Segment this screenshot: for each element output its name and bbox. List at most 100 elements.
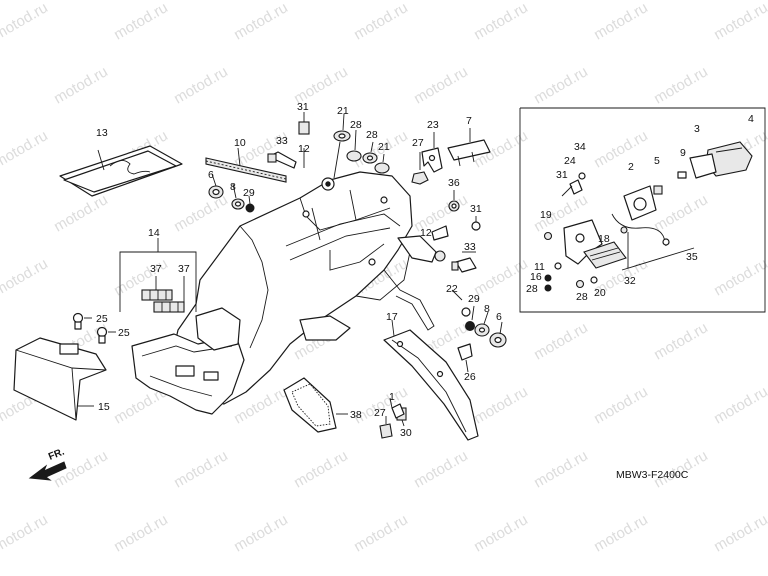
callout-16: 16 bbox=[530, 271, 542, 283]
watermark-text: motod.ru bbox=[591, 0, 651, 43]
callout-24: 24 bbox=[564, 155, 576, 167]
callout-4: 4 bbox=[748, 113, 754, 125]
callout-15: 15 bbox=[98, 401, 110, 413]
watermark-text: motod.ru bbox=[51, 191, 111, 235]
watermark-text: motod.ru bbox=[291, 447, 351, 491]
callout-34: 34 bbox=[574, 141, 586, 153]
watermark-text: motod.ru bbox=[171, 63, 231, 107]
part-13-bag bbox=[59, 145, 183, 197]
watermark-text: motod.ru bbox=[531, 319, 591, 363]
watermark-text: motod.ru bbox=[0, 511, 51, 555]
callout-14: 14 bbox=[148, 227, 160, 239]
callout-11: 11 bbox=[534, 261, 545, 273]
part-15-bracket bbox=[13, 337, 107, 421]
callout-6: 6 bbox=[208, 169, 214, 181]
callout-12: 12 bbox=[298, 143, 310, 155]
part-10-strap bbox=[205, 147, 287, 183]
callout-8: 8 bbox=[230, 181, 236, 193]
callout-18: 18 bbox=[598, 233, 610, 245]
part-25-fasteners bbox=[72, 312, 116, 344]
watermark-text: motod.ru bbox=[471, 255, 531, 299]
watermark-text: motod.ru bbox=[0, 127, 51, 171]
callout-17: 17 bbox=[386, 311, 398, 323]
part-17-splash-guard bbox=[383, 319, 479, 441]
watermark-text: motod.ru bbox=[51, 63, 111, 107]
front-direction-arrow bbox=[28, 461, 67, 481]
watermark-text: motod.ru bbox=[711, 383, 768, 427]
watermark-text: motod.ru bbox=[231, 0, 291, 43]
watermark-text: motod.ru bbox=[411, 447, 471, 491]
callout-19: 19 bbox=[540, 209, 552, 221]
callout-9: 9 bbox=[680, 147, 686, 159]
callout-23: 23 bbox=[427, 119, 439, 131]
callout-29: 29 bbox=[468, 293, 480, 305]
callout-25: 25 bbox=[118, 327, 130, 339]
watermark-text: motod.ru bbox=[411, 63, 471, 107]
callout-28: 28 bbox=[526, 283, 538, 295]
callout-27: 27 bbox=[374, 407, 386, 419]
callout-31: 31 bbox=[470, 203, 482, 215]
callout-32: 32 bbox=[624, 275, 636, 287]
direction-label: FR. bbox=[47, 446, 66, 462]
watermark-text: motod.ru bbox=[471, 0, 531, 43]
watermark-text: motod.ru bbox=[591, 127, 651, 171]
callout-28: 28 bbox=[576, 291, 588, 303]
diagram-code: MBW3-F2400C bbox=[616, 469, 689, 481]
callout-10: 10 bbox=[234, 137, 246, 149]
callout-37: 37 bbox=[178, 263, 190, 275]
callout-26: 26 bbox=[464, 371, 476, 383]
callout-30: 30 bbox=[400, 427, 412, 439]
watermark-text: motod.ru bbox=[591, 511, 651, 555]
part-right-fasteners bbox=[431, 190, 507, 373]
watermark-text: motod.ru bbox=[711, 255, 768, 299]
callout-2: 2 bbox=[628, 161, 634, 173]
callout-35: 35 bbox=[686, 251, 698, 263]
part-lower-tray bbox=[131, 307, 245, 415]
watermark-text: motod.ru bbox=[171, 191, 231, 235]
callout-29: 29 bbox=[243, 187, 255, 199]
watermark-text: motod.ru bbox=[351, 511, 411, 555]
callout-21: 21 bbox=[378, 141, 390, 153]
part-tail-light-assembly bbox=[543, 141, 753, 292]
callout-31: 31 bbox=[297, 101, 309, 113]
watermark-text: motod.ru bbox=[711, 0, 768, 43]
watermark-text: motod.ru bbox=[111, 0, 171, 43]
callout-25: 25 bbox=[96, 313, 108, 325]
callout-36: 36 bbox=[448, 177, 460, 189]
watermark-text: motod.ru bbox=[651, 63, 711, 107]
callout-12: 12 bbox=[420, 227, 432, 239]
callout-28: 28 bbox=[366, 129, 378, 141]
callout-5: 5 bbox=[654, 155, 660, 167]
part-14-37-blocks bbox=[119, 238, 197, 313]
callout-1: 1 bbox=[389, 391, 395, 403]
watermark-text: motod.ru bbox=[711, 511, 768, 555]
watermark-text: motod.ru bbox=[231, 511, 291, 555]
callout-37: 37 bbox=[150, 263, 162, 275]
callout-33: 33 bbox=[276, 135, 288, 147]
watermark-text: motod.ru bbox=[651, 191, 711, 235]
callout-7: 7 bbox=[466, 115, 472, 127]
watermark-text: motod.ru bbox=[471, 511, 531, 555]
callout-28: 28 bbox=[350, 119, 362, 131]
watermark-text: motod.ru bbox=[0, 0, 51, 43]
part-top-fasteners bbox=[267, 112, 390, 191]
watermark-text: motod.ru bbox=[111, 511, 171, 555]
part-cluster-left bbox=[208, 173, 255, 213]
watermark-text: motod.ru bbox=[0, 255, 51, 299]
callout-31: 31 bbox=[556, 169, 568, 181]
callout-13: 13 bbox=[96, 127, 108, 139]
watermark-text: motod.ru bbox=[171, 447, 231, 491]
watermark-text: motod.ru bbox=[531, 447, 591, 491]
watermark-text: motod.ru bbox=[651, 319, 711, 363]
watermark-text: motod.ru bbox=[531, 63, 591, 107]
callout-20: 20 bbox=[594, 287, 606, 299]
part-1-27-30 bbox=[379, 397, 407, 439]
inset-frame bbox=[519, 107, 766, 313]
callout-22: 22 bbox=[446, 283, 458, 295]
callout-21: 21 bbox=[337, 105, 349, 117]
watermark-text: motod.ru bbox=[351, 0, 411, 43]
callout-38: 38 bbox=[350, 409, 362, 421]
watermark-text: motod.ru bbox=[471, 383, 531, 427]
